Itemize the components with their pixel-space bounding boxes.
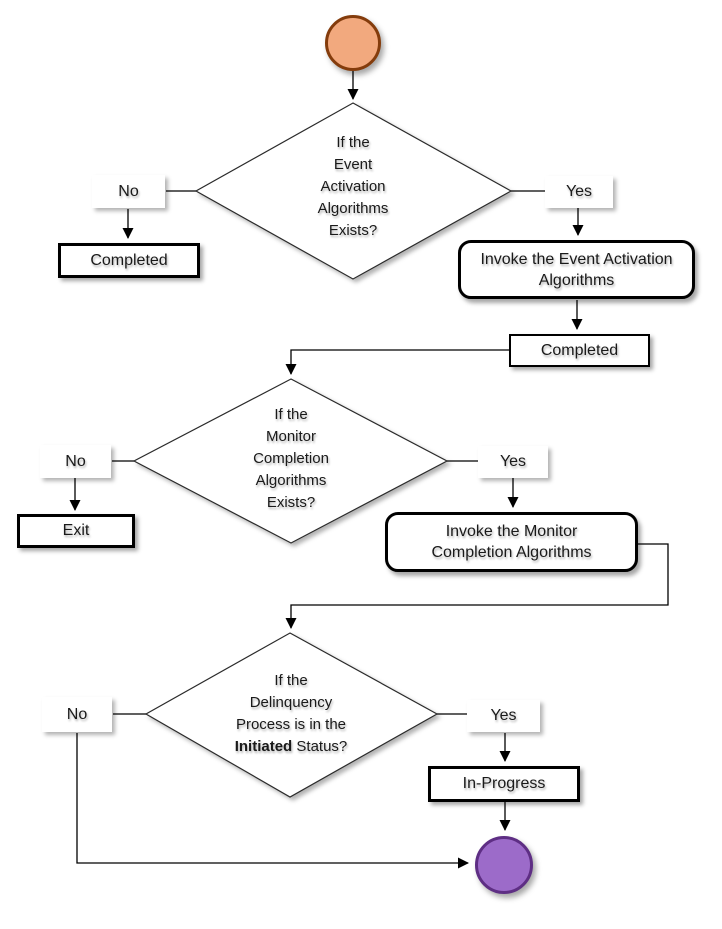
- process-invoke-event-activation-text: Invoke the Event Activation Algorithms: [480, 250, 673, 289]
- decision-event-activation-text: If the Event Activation Algorithms Exist…: [317, 134, 389, 239]
- connector-invoke-monitor-to-d3: [285, 543, 669, 629]
- branch-label-no-3: No: [42, 697, 112, 732]
- decision-delinquency-initiated-text: If the Delinquency Process is in the Ini…: [234, 672, 348, 755]
- connector-no3-to-end: [76, 733, 469, 869]
- process-in-progress: In-Progress: [428, 766, 580, 802]
- process-invoke-monitor-completion: Invoke the Monitor Completion Algorithms: [385, 512, 638, 572]
- process-completed-1: Completed: [58, 243, 200, 278]
- process-invoke-monitor-completion-text: Invoke the Monitor Completion Algorithms: [431, 523, 592, 561]
- initiated-status-bold: Initiated: [234, 738, 293, 755]
- process-completed-2: Completed: [509, 334, 650, 367]
- decision-delinquency-initiated: [144, 632, 439, 798]
- branch-label-yes-1: Yes: [545, 176, 613, 208]
- process-exit: Exit: [17, 514, 135, 548]
- start-node: [325, 15, 381, 71]
- end-node: [475, 836, 533, 894]
- decision-event-activation: [194, 102, 513, 280]
- branch-label-no-1: No: [92, 175, 165, 208]
- process-invoke-event-activation: Invoke the Event Activation Algorithms: [458, 240, 695, 299]
- branch-label-yes-2: Yes: [478, 446, 548, 478]
- connector-completed2-to-d2: [285, 349, 509, 375]
- branch-label-no-2: No: [40, 445, 111, 478]
- decision-monitor-completion: [132, 378, 449, 544]
- decision-monitor-completion-text: If the Monitor Completion Algorithms Exi…: [253, 406, 329, 511]
- branch-label-yes-3: Yes: [467, 700, 540, 732]
